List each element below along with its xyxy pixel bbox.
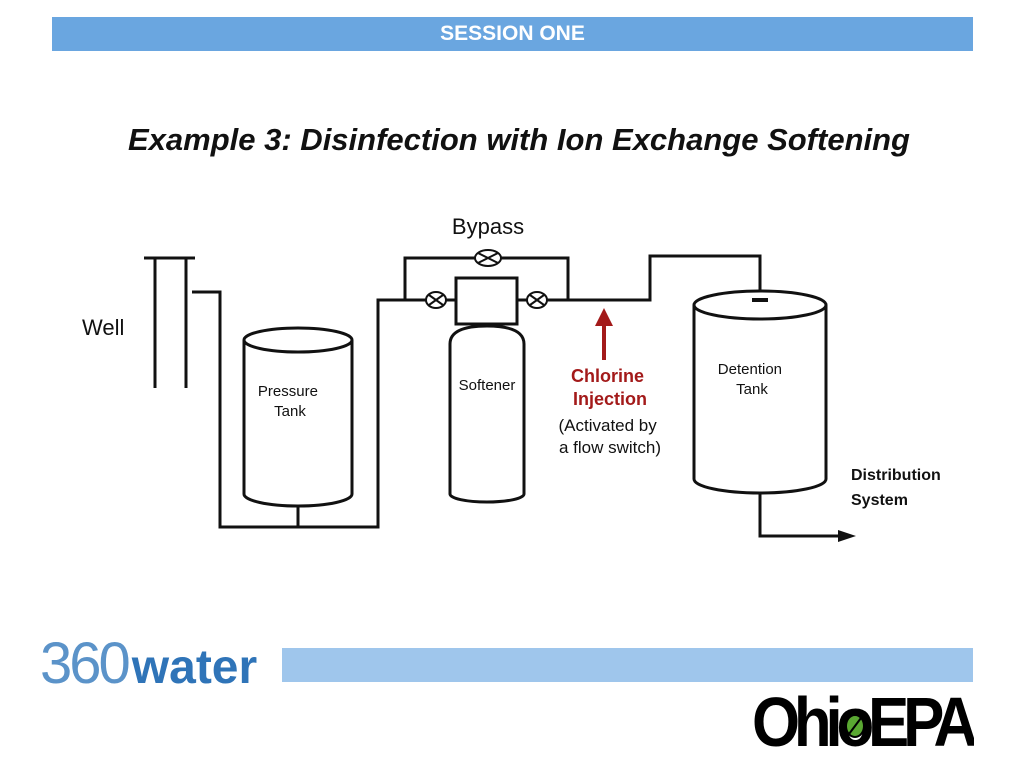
- well-casing: [144, 256, 195, 388]
- softener: [448, 276, 526, 504]
- distribution-arrowhead: [838, 530, 856, 542]
- water-treatment-diagram: Bypass Well Pressure Tank Softener Chlor…: [82, 214, 945, 542]
- main-piping: [192, 254, 840, 538]
- well-label: Well: [82, 315, 124, 340]
- chlorine-injection-label: Chlorine Injection: [571, 366, 649, 409]
- bypass-valve: [474, 249, 502, 267]
- epa-leaf-icon: [845, 714, 865, 738]
- session-header-bar: SESSION ONE: [52, 17, 973, 51]
- activated-note: (Activated by a flow switch): [559, 416, 662, 457]
- footer-bar: [282, 648, 973, 682]
- bypass-label: Bypass: [452, 214, 524, 239]
- distribution-system-label: Distribution System: [851, 467, 945, 509]
- 360-water-logo: 360water: [40, 630, 257, 697]
- logo-360-number: 360: [40, 631, 131, 696]
- slide-title: Example 3: Disinfection with Ion Exchang…: [128, 122, 910, 157]
- pressure-tank: [242, 326, 354, 508]
- detention-tank: [692, 289, 828, 495]
- outlet-valve: [526, 291, 548, 309]
- logo-water-word: water: [131, 641, 258, 694]
- softener-label: Softener: [459, 377, 516, 394]
- session-label: SESSION ONE: [440, 22, 585, 45]
- pressure-tank-label: Pressure Tank: [258, 383, 322, 420]
- inlet-valve: [425, 291, 447, 309]
- chlorine-injection-arrow: [595, 308, 613, 360]
- detention-tank-label: Detention Tank: [718, 361, 786, 398]
- ohio-epa-logo: OhioEPA: [752, 684, 974, 754]
